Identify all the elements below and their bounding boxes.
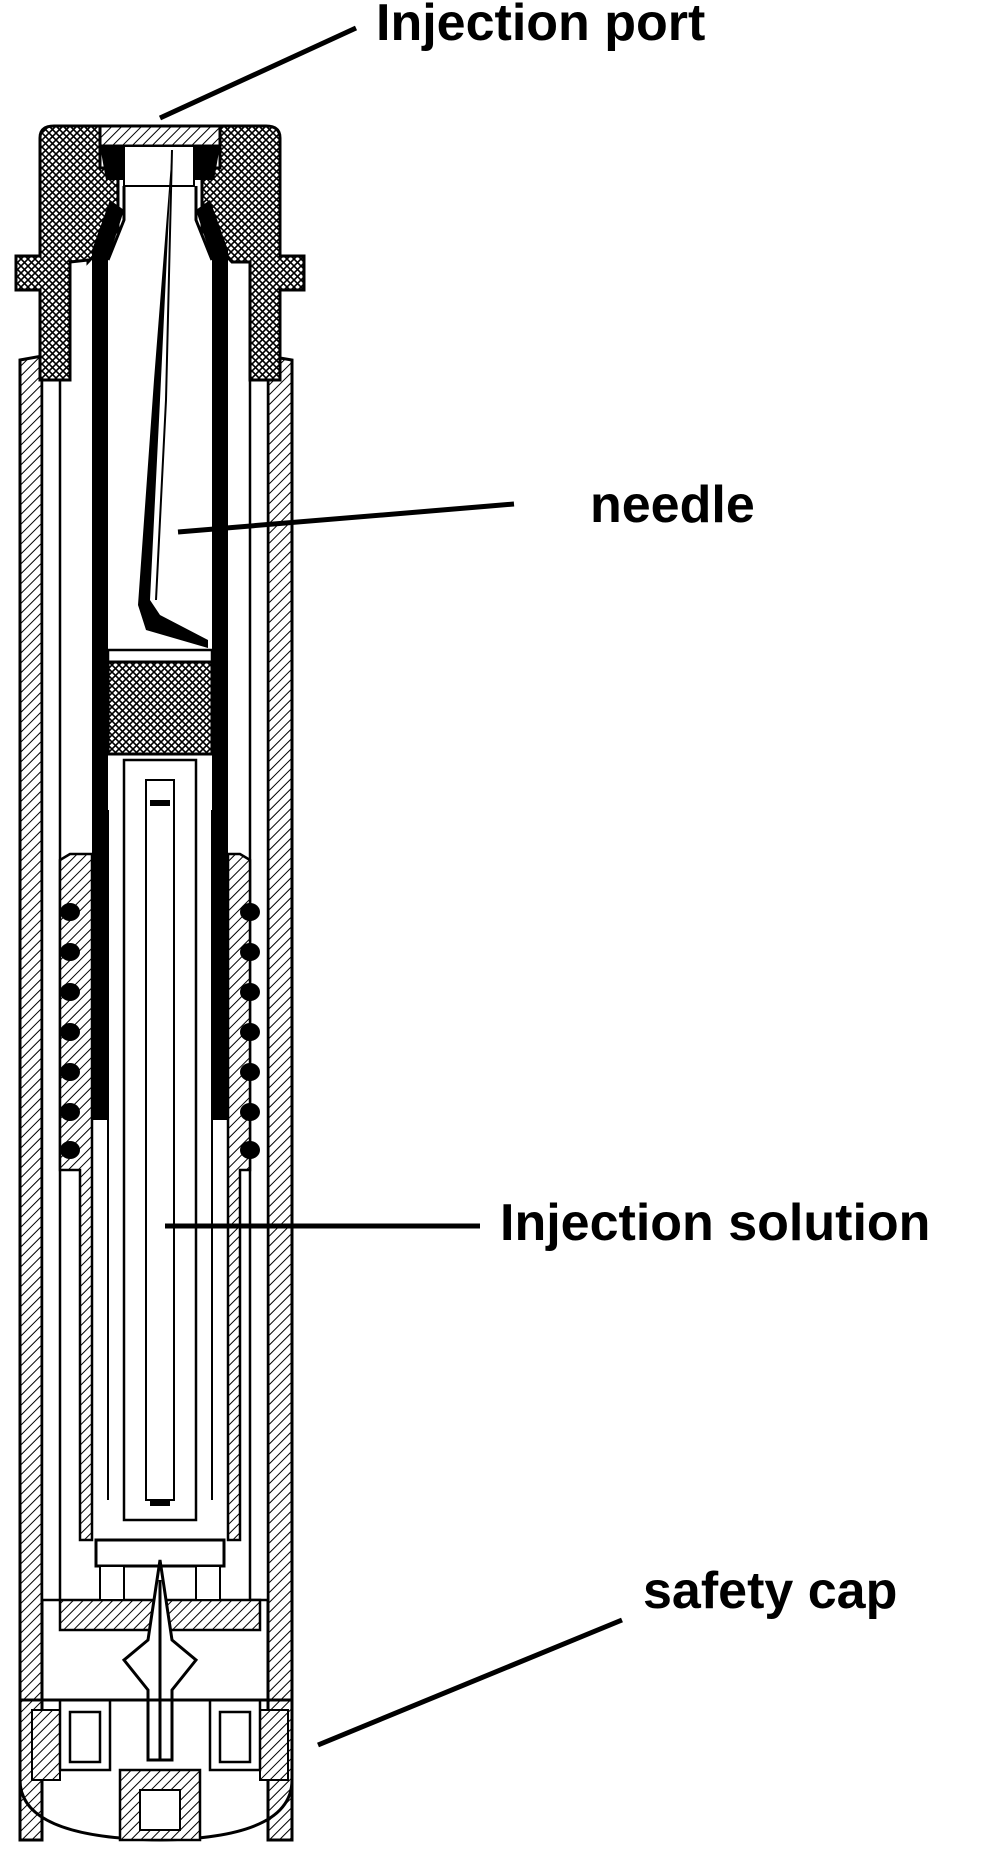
leader-needle (177, 501, 515, 535)
label-safety-cap: safety cap (643, 1562, 897, 1620)
needle-shape (106, 149, 214, 664)
trigger-mechanism (58, 1538, 262, 1762)
spring-coils-left (60, 903, 80, 1159)
outer-housing (18, 354, 294, 1842)
leader-lines (158, 25, 623, 1748)
safety-cap-shape (18, 1698, 294, 1842)
leader-injection-port (158, 25, 358, 121)
spring-left (58, 852, 94, 1542)
spring-coils-right (240, 903, 260, 1159)
label-needle: needle (590, 476, 755, 534)
top-cap (14, 124, 306, 382)
plunger-stopper (106, 660, 214, 756)
inner-barrel (107, 758, 213, 1522)
label-injection-port: Injection port (376, 0, 705, 52)
label-injection-solution: Injection solution (500, 1194, 930, 1252)
leader-safety-cap (317, 1617, 623, 1748)
spring-right (226, 852, 260, 1542)
